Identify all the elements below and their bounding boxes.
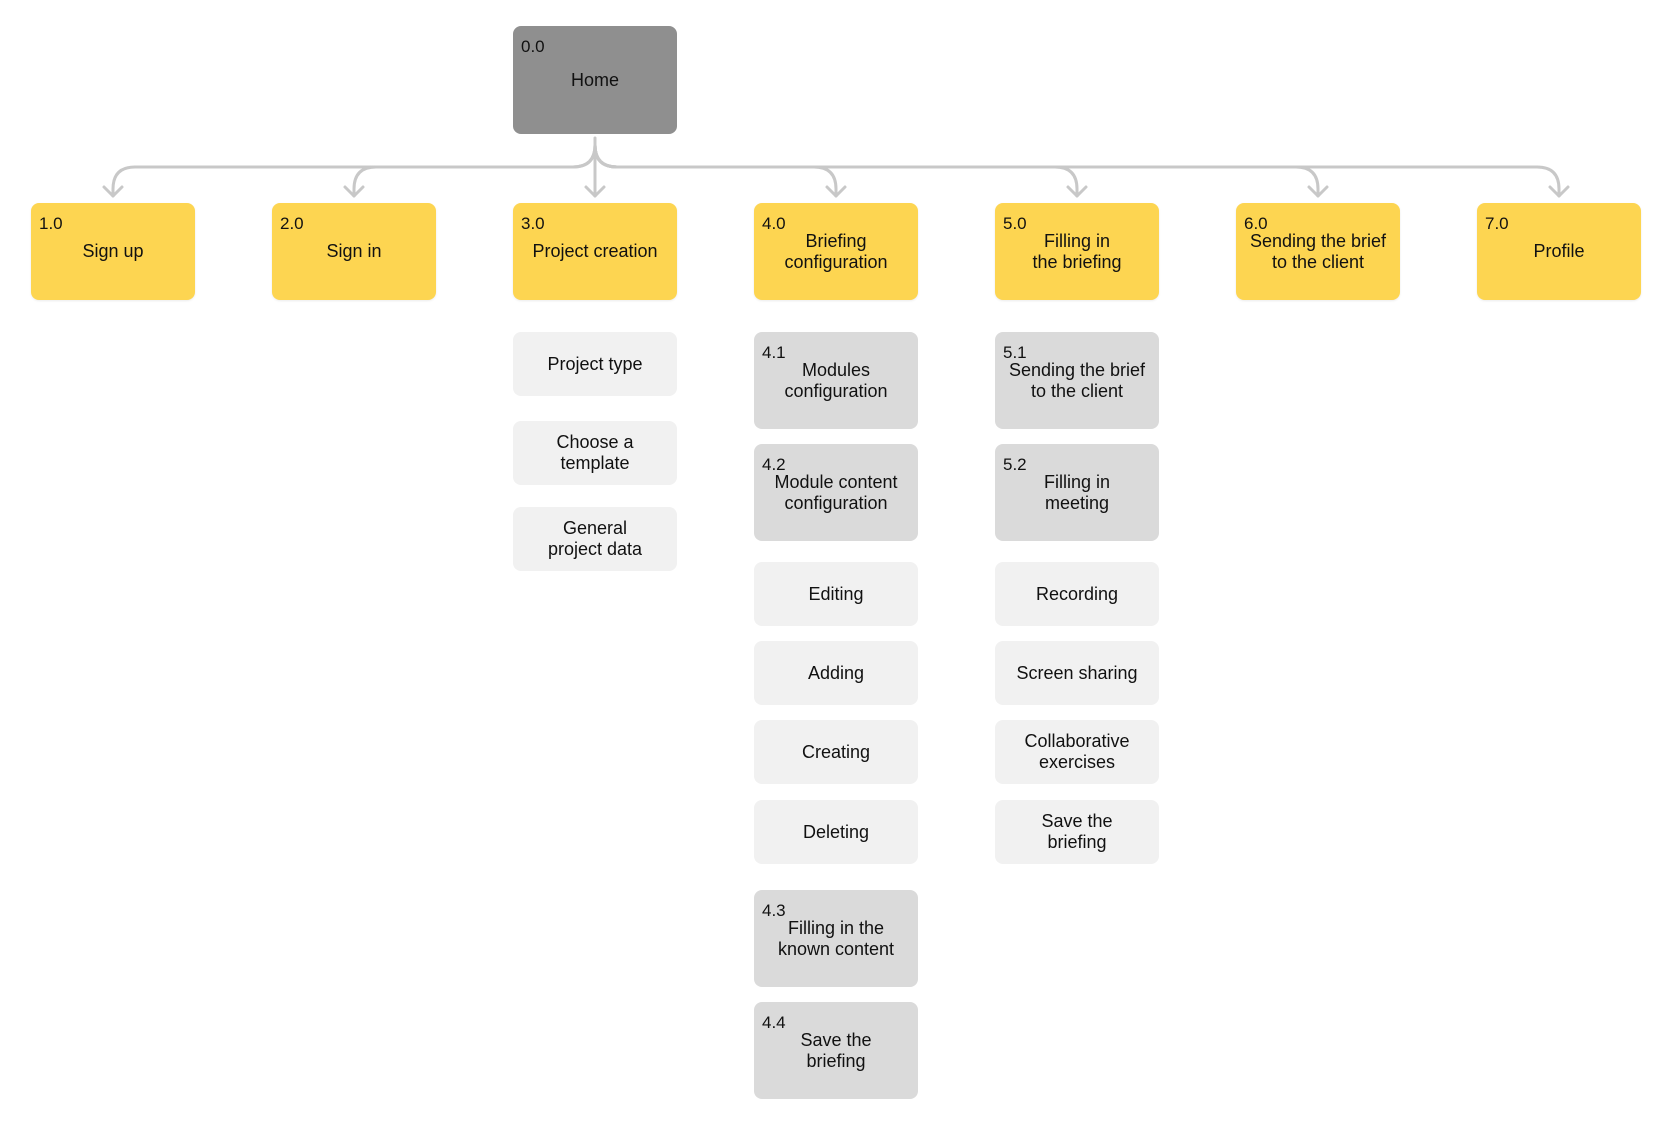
connector-arrowhead-sign-up (102, 185, 124, 198)
node-number: 7.0 (1485, 214, 1509, 233)
node-number: 4.0 (762, 214, 786, 233)
node-label: Profile (1533, 241, 1585, 261)
node-number: 6.0 (1244, 214, 1268, 233)
node-label: Save the briefing (1041, 811, 1113, 852)
node-label: Editing (808, 583, 864, 604)
leaf-node-creating: Creating (754, 720, 918, 784)
node-label: Collaborative exercises (1024, 731, 1130, 772)
leaf-node-recording: Recording (995, 562, 1159, 626)
node-label: Module content configuration (774, 471, 898, 513)
node-label: Sending the brief to the client (1249, 230, 1387, 272)
node-label: Sign up (82, 241, 144, 261)
node-number: 1.0 (39, 214, 63, 233)
node-label: General project data (547, 518, 643, 559)
node-number: 4.4 (762, 1013, 786, 1032)
connector-arrowhead-filling-in-the-briefing (1066, 185, 1088, 198)
node-label: Screen sharing (1016, 662, 1138, 683)
connector-arrowhead-sending-the-brief-to-the-client (1307, 185, 1329, 198)
leaf-node-collaborative-exercises: Collaborative exercises (995, 720, 1159, 784)
node-number: 4.3 (762, 901, 786, 920)
connector-line-briefing-configuration (593, 143, 838, 198)
node-number: 2.0 (280, 214, 304, 233)
node-label: Deleting (802, 821, 870, 842)
node-number: 4.2 (762, 455, 786, 474)
node-label: Filling in meeting (1043, 471, 1111, 513)
node-number: 4.1 (762, 343, 786, 362)
node-number: 5.2 (1003, 455, 1027, 474)
node-label: Save the briefing (800, 1029, 872, 1071)
node-label: Choose a template (556, 432, 634, 473)
connector-arrowhead-project-creation (584, 185, 606, 198)
node-label: Recording (1035, 583, 1119, 604)
leaf-node-adding: Adding (754, 641, 918, 705)
leaf-node-editing: Editing (754, 562, 918, 626)
node-label: Adding (807, 662, 865, 683)
node-label: Sign in (326, 241, 382, 261)
node-label: Creating (801, 741, 871, 762)
node-label: Project creation (532, 241, 658, 261)
connector-line-profile (593, 143, 1561, 198)
node-label: Project type (547, 353, 643, 374)
connector-arrowhead-profile (1548, 185, 1570, 198)
node-label: Briefing configuration (784, 230, 888, 272)
leaf-node-project-type: Project type (513, 332, 677, 396)
node-number: 5.0 (1003, 214, 1027, 233)
node-label: Filling in the known content (777, 917, 895, 959)
connector-line-sign-in (352, 143, 597, 198)
node-label: Sending the brief to the client (1008, 359, 1146, 401)
node-number: 0.0 (521, 37, 545, 56)
leaf-node-deleting: Deleting (754, 800, 918, 864)
node-label: Home (570, 69, 619, 90)
leaf-node-save-the-briefing: Save the briefing (995, 800, 1159, 864)
connector-line-sending-the-brief-to-the-client (593, 143, 1320, 198)
node-number: 5.1 (1003, 343, 1027, 362)
leaf-node-choose-a-template: Choose a template (513, 421, 677, 485)
node-label: Modules configuration (784, 359, 888, 401)
connector-arrowhead-sign-in (343, 185, 365, 198)
leaf-node-screen-sharing: Screen sharing (995, 641, 1159, 705)
node-number: 3.0 (521, 214, 545, 233)
connector-arrowhead-briefing-configuration (825, 185, 847, 198)
leaf-node-general-project-data: General project data (513, 507, 677, 571)
node-label: Filling in the briefing (1032, 230, 1122, 272)
